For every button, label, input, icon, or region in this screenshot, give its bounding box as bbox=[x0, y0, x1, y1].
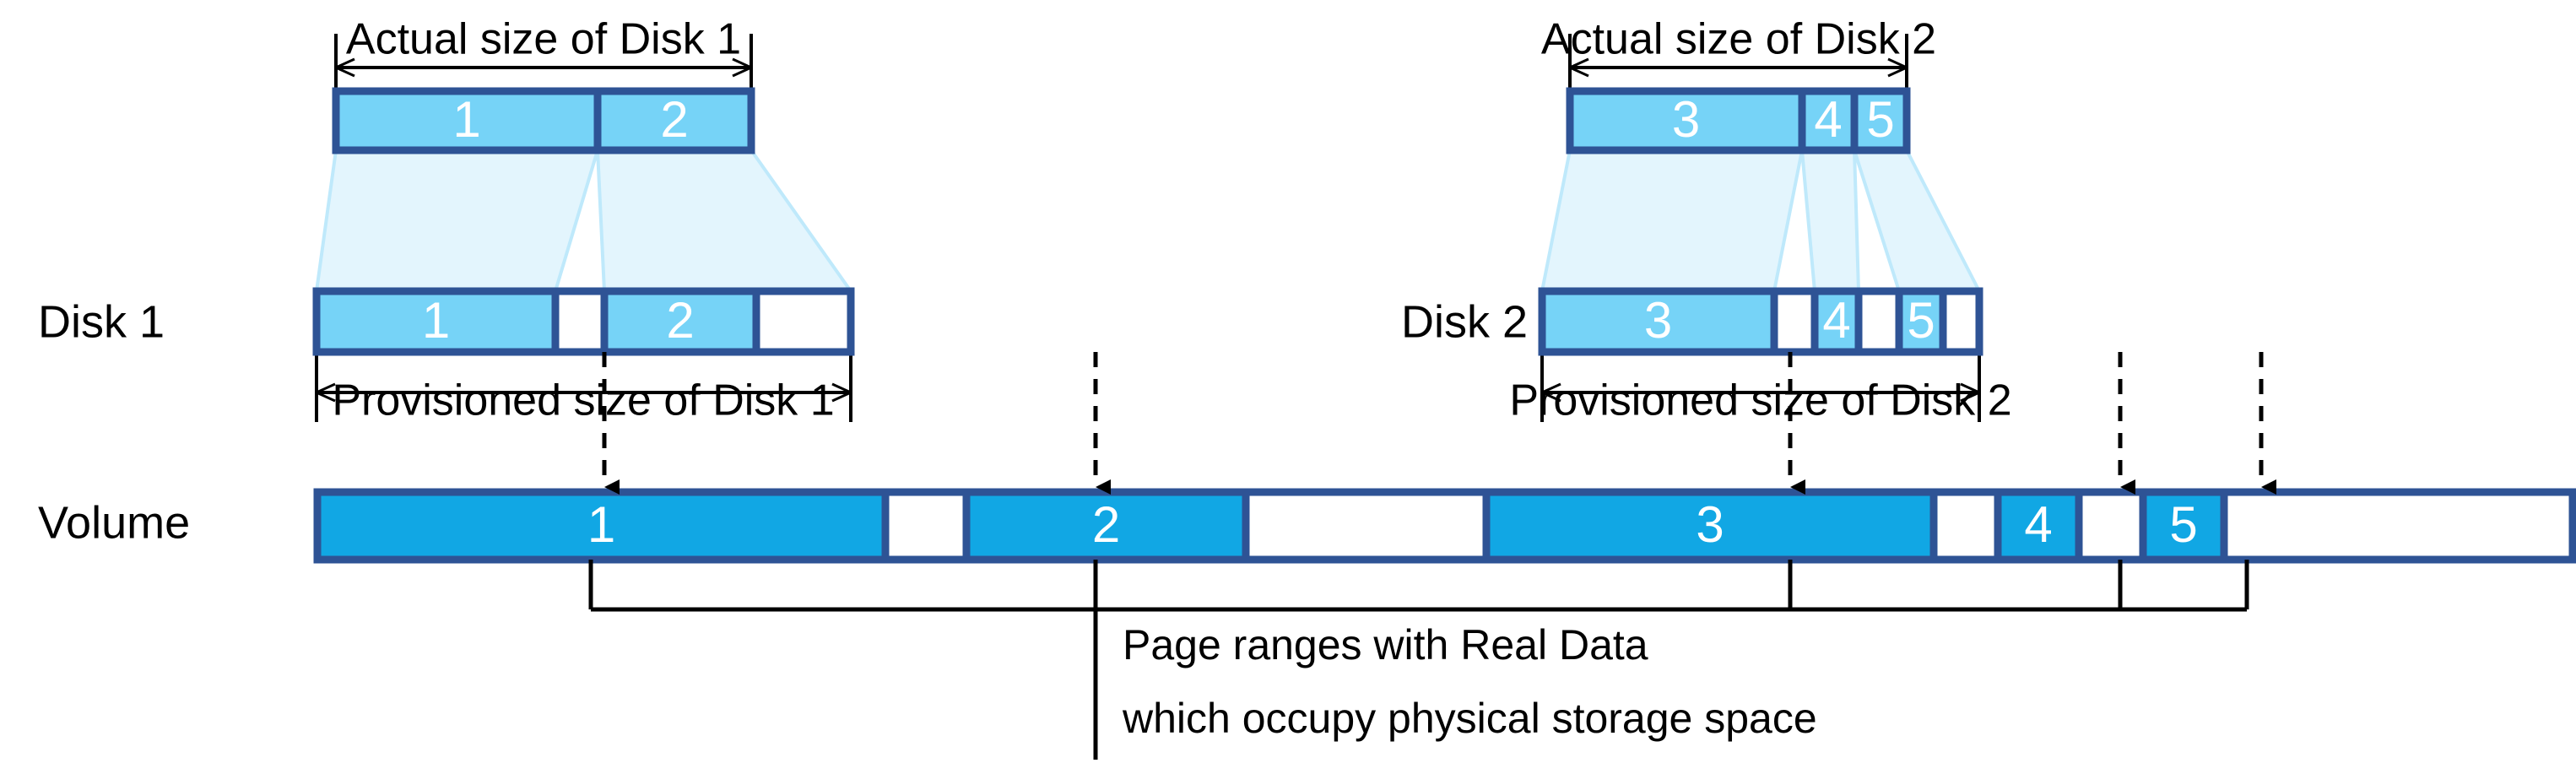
disk1-row-segment-gap3 bbox=[752, 287, 855, 356]
projection-band-5 bbox=[1852, 149, 1983, 293]
actual-disk1-segment-label: 2 bbox=[660, 91, 688, 148]
disk2-row-segment-gap3 bbox=[1854, 287, 1903, 356]
annotation-line-2: which occupy physical storage space bbox=[1122, 695, 1817, 742]
projection-band-3 bbox=[1540, 149, 1805, 293]
volume-row-segment-label: 4 bbox=[2024, 496, 2052, 553]
dim-label-actual-disk2: Actual size of Disk 2 bbox=[1541, 15, 1936, 64]
annotation-line-1: Page ranges with Real Data bbox=[1123, 621, 1648, 668]
disk2-row-segment-label: 4 bbox=[1822, 292, 1850, 349]
row-label-disk1: Disk 1 bbox=[38, 296, 165, 347]
actual-disk2-segment-label: 3 bbox=[1672, 91, 1700, 148]
dim-label-actual-disk1: Actual size of Disk 1 bbox=[346, 15, 741, 64]
disk2-row-segment-3 bbox=[1538, 287, 1778, 356]
disk2-row-segment-gap1 bbox=[1770, 287, 1819, 356]
dimension-arrows bbox=[315, 34, 1981, 422]
disk2-row-segment-label: 5 bbox=[1907, 292, 1935, 349]
projection-bands bbox=[314, 149, 1983, 293]
disk2-row-segment-label: 3 bbox=[1644, 292, 1672, 349]
disk2-row-segment-gap5 bbox=[1939, 287, 1983, 356]
disk1-row-segment-label: 1 bbox=[422, 292, 450, 349]
actual-disk2-segment-5 bbox=[1850, 87, 1911, 154]
volume-row-segment-gap3 bbox=[1242, 488, 1491, 564]
actual-disk2-segment-label: 4 bbox=[1814, 91, 1842, 148]
volume-row-segment-gap1 bbox=[881, 488, 971, 564]
volume-row-segment-label: 2 bbox=[1092, 496, 1120, 553]
volume-row-segment-label: 1 bbox=[587, 496, 615, 553]
disk2-row-segment-4 bbox=[1810, 287, 1863, 356]
disk1-row-segment-label: 2 bbox=[666, 292, 694, 349]
volume-row-segment-label: 3 bbox=[1696, 496, 1724, 553]
volume-row-segment-5 bbox=[2139, 488, 2228, 564]
projection-band-2 bbox=[595, 149, 854, 293]
volume-row-segment-gap5 bbox=[1929, 488, 2002, 564]
row-label-disk2: Disk 2 bbox=[1401, 296, 1528, 347]
actual-disk2-segment-label: 5 bbox=[1866, 91, 1894, 148]
dim-label-provisioned-disk2: Provisioned size of Disk 2 bbox=[1509, 376, 2011, 425]
disk2-row-segment-5 bbox=[1895, 287, 1947, 356]
dim-label-provisioned-disk1: Provisioned size of Disk 1 bbox=[332, 376, 834, 425]
volume-row-segment-4 bbox=[1994, 488, 2083, 564]
volume-row-segment-1 bbox=[313, 488, 890, 564]
row-label-volume: Volume bbox=[38, 497, 190, 548]
pointer-arrows bbox=[602, 352, 2276, 495]
actual-disk1-segment-label: 1 bbox=[452, 91, 480, 148]
real-data-bracket bbox=[588, 560, 2249, 760]
volume-row-segment-gap7 bbox=[2075, 488, 2147, 564]
projection-band-4 bbox=[1799, 149, 1861, 293]
volume-row-segment-label: 5 bbox=[2169, 496, 2197, 553]
projection-band-1 bbox=[314, 149, 600, 293]
volume-row-segment-gap9 bbox=[2220, 488, 2576, 564]
actual-disk1-segment-1 bbox=[332, 87, 602, 154]
disk1-row-segment-gap1 bbox=[551, 287, 609, 356]
actual-disk1-segment-2 bbox=[593, 87, 755, 154]
